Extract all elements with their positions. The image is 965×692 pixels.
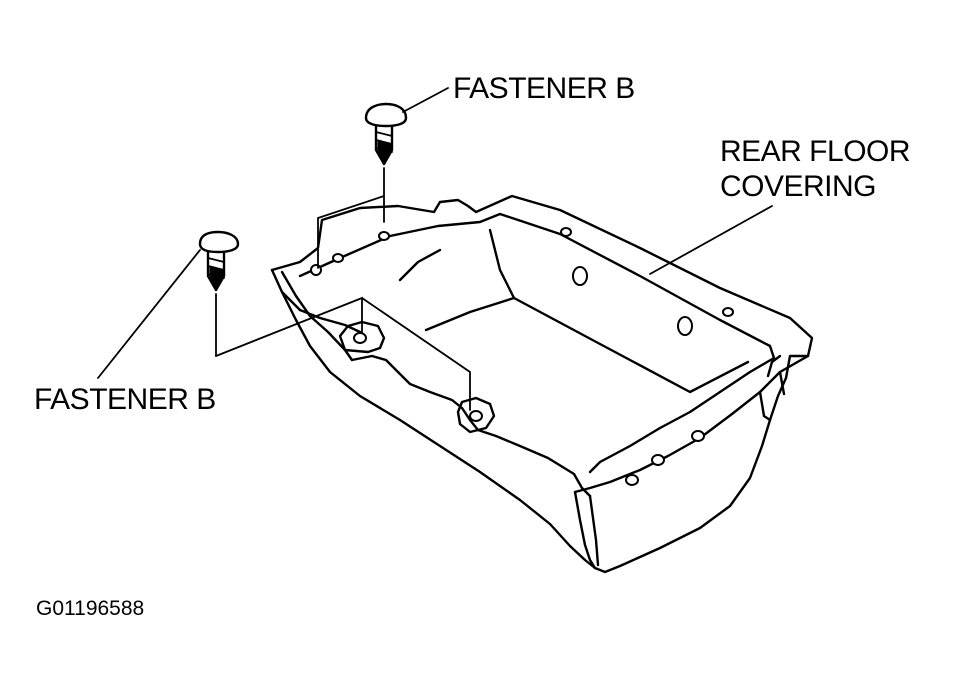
label-rear-floor-line2: COVERING xyxy=(720,170,877,203)
label-rear-floor-line1: REAR FLOOR xyxy=(720,135,911,168)
rear-floor-covering xyxy=(270,194,814,574)
label-fastener-left: FASTENER B xyxy=(34,383,216,416)
figure-code: G01196588 xyxy=(36,597,145,620)
fastener-left-icon xyxy=(198,230,240,292)
fastener-top-icon xyxy=(364,102,408,166)
assembly-lines xyxy=(215,167,471,411)
label-fastener-top: FASTENER B xyxy=(453,72,635,105)
leader-lines xyxy=(97,87,773,379)
